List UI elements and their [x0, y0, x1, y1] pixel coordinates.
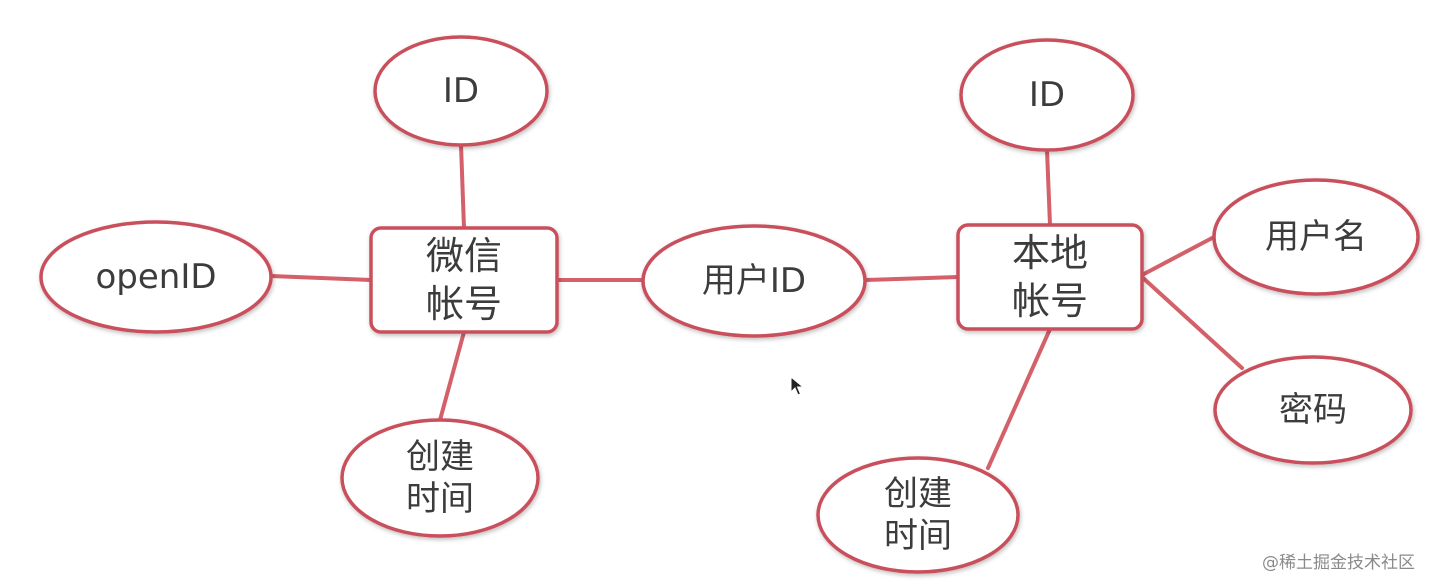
- attribute-ellipse-local-id: [959, 38, 1135, 152]
- attribute-local-password: 密码: [1213, 355, 1413, 465]
- attribute-label-user-id-line-0: 用户ID: [702, 261, 806, 301]
- entity-label-local-account-line-0: 本地: [1012, 231, 1088, 275]
- entity-label-wechat-account-line-1: 帐号: [426, 282, 502, 326]
- attribute-label-wechat-create-time-line-1: 时间: [406, 479, 474, 519]
- attribute-label-wechat-id-line-0: ID: [443, 71, 479, 111]
- attribute-wechat-id: ID: [373, 35, 549, 147]
- attribute-label-local-id-line-0: ID: [1029, 75, 1065, 115]
- attribute-user-id: 用户ID: [641, 224, 867, 338]
- entity-label-local-account-line-1: 帐号: [1012, 279, 1088, 323]
- attribute-ellipse-local-create-time: [816, 456, 1020, 574]
- attribute-label-local-create-time-line-0: 创建: [884, 474, 952, 514]
- attribute-ellipse-wechat-id: [373, 35, 549, 147]
- connector-local-account-to-local-create-time: [986, 327, 1052, 470]
- attribute-ellipse-local-password: [1213, 355, 1413, 465]
- attribute-label-wechat-openid-line-0: openID: [95, 257, 216, 297]
- entity-box-local-account: [956, 223, 1144, 331]
- attribute-wechat-openid: openID: [39, 220, 273, 334]
- attribute-ellipse-wechat-create-time: [340, 418, 540, 538]
- attribute-label-local-password-line-0: 密码: [1279, 390, 1347, 430]
- attribute-local-username: 用户名: [1212, 178, 1420, 296]
- attribute-label-wechat-create-time-line-0: 创建: [406, 437, 474, 477]
- connector-local-account-to-local-id: [1045, 148, 1052, 227]
- connector-wechat-account-to-wechat-openid: [269, 274, 373, 282]
- attribute-ellipse-wechat-openid: [39, 220, 273, 334]
- watermark: @稀土掘金技术社区: [1262, 553, 1415, 573]
- entity-label-wechat-account-line-0: 微信: [426, 234, 502, 278]
- connectors: [269, 143, 1244, 470]
- mouse-pointer-icon: [790, 376, 804, 396]
- attribute-local-id: ID: [959, 38, 1135, 152]
- attribute-ellipse-local-username: [1212, 178, 1420, 296]
- attribute-ellipse-user-id: [641, 224, 867, 338]
- connector-local-account-to-local-username: [1140, 235, 1216, 277]
- attribute-label-local-create-time-line-1: 时间: [884, 516, 952, 556]
- connector-wechat-account-to-wechat-id: [459, 143, 466, 230]
- connector-user-id-to-local-account: [863, 275, 960, 282]
- connector-local-account-to-local-password: [1140, 275, 1244, 370]
- entity-box-wechat-account: [369, 226, 559, 334]
- connector-wechat-account-to-wechat-create-time: [438, 330, 466, 422]
- attribute-label-local-username-line-0: 用户名: [1265, 217, 1367, 257]
